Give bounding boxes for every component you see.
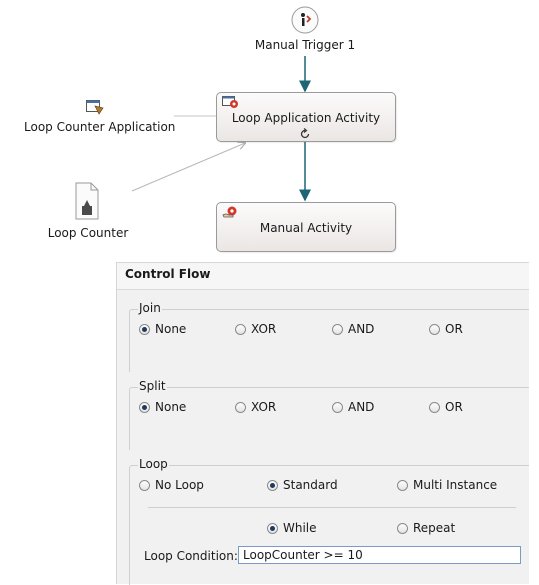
loop-counter-data-node[interactable] — [75, 182, 99, 220]
split-none-radio[interactable]: None — [139, 400, 186, 414]
loop-group-label: Loop — [138, 457, 169, 471]
data-object-icon — [75, 182, 99, 220]
split-group — [129, 387, 529, 450]
radio-unchecked-icon — [332, 401, 343, 413]
loop-multi-instance-radio[interactable]: Multi Instance — [397, 478, 497, 492]
join-none-radio[interactable]: None — [139, 322, 186, 336]
radio-checked-icon — [139, 401, 150, 413]
loop-while-radio[interactable]: While — [267, 521, 317, 535]
radio-checked-icon — [267, 479, 278, 491]
join-and-radio[interactable]: AND — [332, 322, 374, 336]
loop-counter-application-label: Loop Counter Application — [24, 120, 176, 134]
control-flow-title: Control Flow — [117, 263, 529, 290]
loop-group — [129, 465, 529, 585]
split-or-radio[interactable]: OR — [429, 400, 463, 414]
loop-condition-input[interactable]: LoopCounter >= 10 — [238, 546, 521, 564]
manual-trigger-icon — [291, 6, 319, 34]
loop-marker-icon — [300, 128, 310, 139]
radio-unchecked-icon — [332, 323, 343, 335]
manual-activity-node[interactable]: Manual Activity — [216, 202, 396, 252]
radio-unchecked-icon — [429, 401, 440, 413]
loop-none-radio[interactable]: No Loop — [139, 478, 204, 492]
radio-unchecked-icon — [139, 479, 150, 491]
split-and-radio[interactable]: AND — [332, 400, 374, 414]
connections-layer — [131, 56, 311, 202]
radio-checked-icon — [139, 323, 150, 335]
join-or-radio[interactable]: OR — [429, 322, 463, 336]
loop-standard-radio[interactable]: Standard — [267, 478, 338, 492]
loop-counter-label: Loop Counter — [47, 226, 129, 240]
loop-condition-label: Loop Condition: — [144, 549, 238, 563]
loop-counter-application-node[interactable] — [86, 100, 104, 115]
application-activity-icon — [222, 96, 238, 108]
manual-trigger-label: Manual Trigger 1 — [254, 38, 356, 52]
split-group-label: Split — [138, 379, 167, 393]
join-xor-radio[interactable]: XOR — [235, 322, 276, 336]
loop-repeat-radio[interactable]: Repeat — [397, 521, 455, 535]
join-group-label: Join — [138, 301, 162, 315]
radio-unchecked-icon — [235, 401, 246, 413]
loop-application-activity-node[interactable]: Loop Application Activity — [216, 92, 396, 142]
radio-unchecked-icon — [397, 522, 408, 534]
radio-unchecked-icon — [429, 323, 440, 335]
association-counter-to-activity[interactable] — [131, 143, 245, 192]
manual-trigger-node[interactable] — [291, 6, 319, 34]
loop-separator — [148, 507, 516, 508]
application-icon — [86, 100, 104, 115]
radio-unchecked-icon — [397, 479, 408, 491]
loop-application-activity-label: Loop Application Activity — [231, 111, 381, 125]
join-group — [129, 309, 529, 372]
radio-checked-icon — [267, 522, 278, 534]
control-flow-panel: Control Flow Join None XOR AND OR Split … — [116, 262, 529, 585]
process-diagram-canvas[interactable]: Manual Trigger 1 Loop Application Activi… — [0, 0, 539, 262]
manual-activity-icon — [222, 206, 237, 218]
radio-unchecked-icon — [235, 323, 246, 335]
manual-activity-label: Manual Activity — [259, 221, 353, 235]
split-xor-radio[interactable]: XOR — [235, 400, 276, 414]
